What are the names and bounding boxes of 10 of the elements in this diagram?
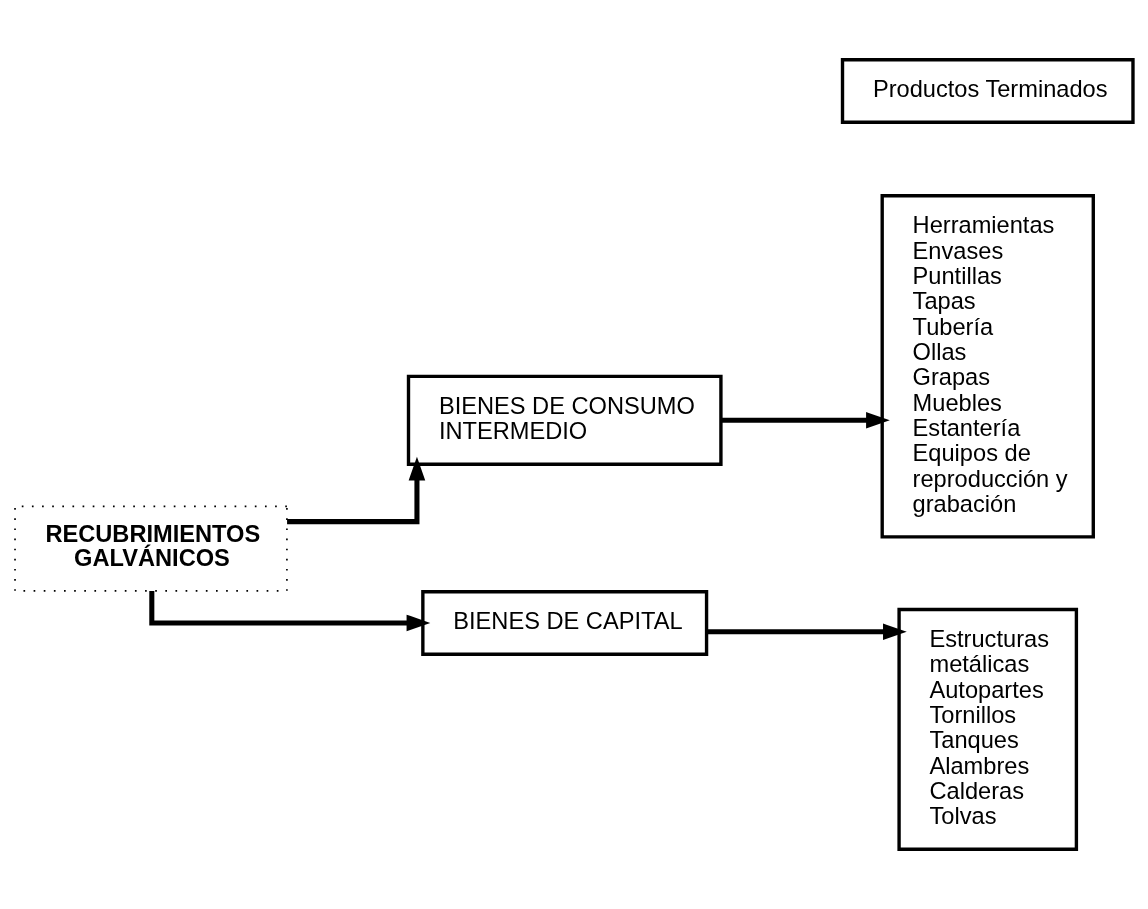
node-box: Estructuras metálicas Autopartes Tornillos Tanques Alambres Calderas Tolvas [897, 607, 1079, 851]
node-box: BIENES DE CONSUMO INTERMEDIO [406, 374, 723, 466]
arrow [721, 412, 890, 429]
node-box: RECUBRIMIENTOS GALVÁNICOS [14, 505, 288, 592]
node-box: Productos Terminados [840, 58, 1135, 124]
node-box: BIENES DE CAPITAL [421, 590, 709, 656]
node-box: Herramientas Envases Puntillas Tapas Tubería Ollas Grapas Muebles Estantería Equipos de reproducción y grabación [880, 194, 1095, 539]
arrow [149, 591, 431, 632]
arrow [706, 623, 907, 641]
arrow [287, 456, 426, 525]
